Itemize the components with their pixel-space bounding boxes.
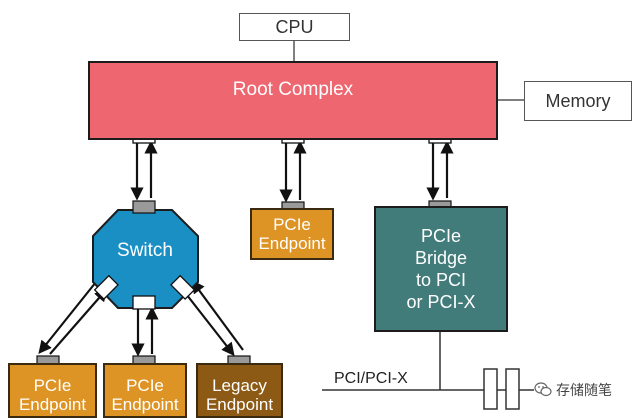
pci-slot-1	[483, 368, 498, 410]
link-root-endpoint-mid	[279, 140, 307, 203]
bridge-box: PCIe Bridge to PCI or PCI-X	[374, 206, 508, 332]
endpoint-mid-line1: PCIe	[273, 215, 311, 234]
memory-label: Memory	[545, 90, 611, 111]
switch-down-port-center	[132, 295, 156, 310]
switch-down-port-left	[93, 274, 119, 300]
bridge-line2: Bridge	[414, 248, 468, 268]
switch-down-port-right	[170, 274, 196, 300]
link-root-switch	[130, 140, 158, 201]
legacy-endpoint-box: Legacy Endpoint	[196, 363, 283, 418]
link-switch-endpoint-left	[38, 281, 108, 355]
endpoint-center-line2: Endpoint	[111, 394, 179, 414]
cpu-label: CPU	[275, 16, 314, 37]
endpoint-left-line2: Endpoint	[18, 394, 87, 414]
switch-label: Switch	[117, 240, 173, 261]
link-switch-endpoint-center	[131, 306, 159, 357]
pci-bus-label: PCI/PCI-X	[334, 370, 408, 387]
endpoint-mid-box: PCIe Endpoint	[250, 208, 334, 260]
cpu-box: CPU	[239, 13, 350, 41]
root-complex-label: Root Complex	[232, 78, 354, 100]
endpoint-left-line1: PCIe	[33, 375, 72, 395]
switch-upstream-port	[132, 200, 156, 214]
endpoint-left-box: PCIe Endpoint	[8, 363, 97, 418]
bridge-line4: or PCI-X	[406, 292, 476, 312]
legacy-line2: Endpoint	[205, 394, 274, 414]
memory-box: Memory	[524, 81, 632, 121]
link-root-bridge	[426, 140, 454, 201]
legacy-line1: Legacy	[212, 375, 267, 395]
pci-slot-2	[505, 368, 520, 410]
watermark-text: 存储随笔	[556, 382, 612, 398]
bridge-line3: to PCI	[415, 270, 467, 290]
bridge-line1: PCIe	[420, 226, 462, 246]
wechat-icon	[534, 382, 552, 397]
root-complex-box: Root Complex	[88, 61, 498, 140]
endpoint-mid-line2: Endpoint	[258, 234, 326, 253]
link-switch-legacy	[182, 279, 244, 357]
endpoint-center-box: PCIe Endpoint	[103, 363, 187, 418]
endpoint-center-line1: PCIe	[126, 375, 164, 395]
